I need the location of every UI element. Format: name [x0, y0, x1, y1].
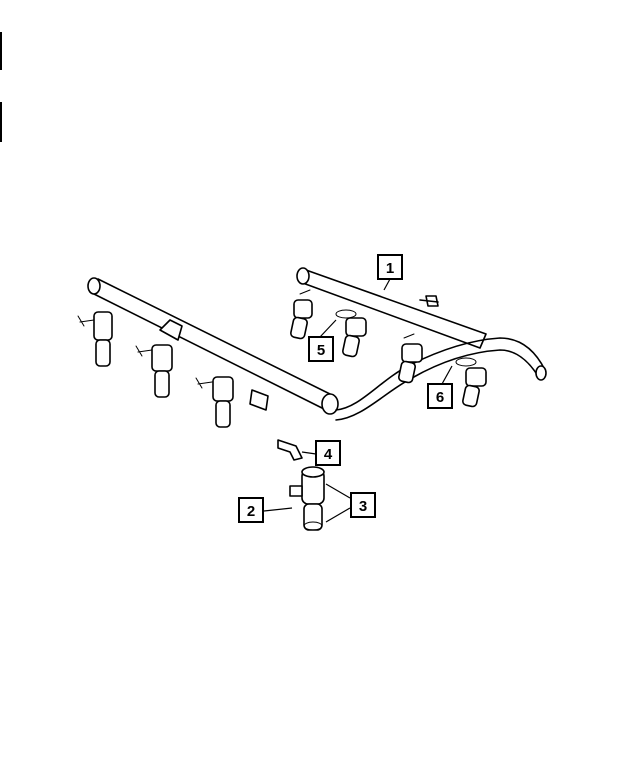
left-rail-bracket — [249, 389, 269, 411]
scan-edge-mark-top — [0, 32, 2, 70]
leader-1 — [383, 278, 391, 291]
right-fuel-rail — [296, 267, 487, 349]
callout-4: 4 — [315, 440, 341, 466]
leader-2 — [263, 507, 293, 512]
callout-5: 5 — [308, 336, 334, 362]
right-injector-4 — [455, 357, 487, 408]
callout-4-label: 4 — [324, 446, 333, 463]
right-injector-3 — [398, 333, 423, 384]
left-injector-3 — [195, 376, 234, 428]
callout-2-label: 2 — [247, 503, 255, 520]
injector-clip — [277, 439, 303, 461]
leader-5 — [319, 319, 337, 338]
right-injector-2 — [335, 309, 367, 358]
exploded-injector — [289, 466, 325, 531]
scan-edge-mark-bottom — [0, 102, 2, 142]
right-injector-1 — [290, 289, 313, 340]
callout-6-label: 6 — [436, 389, 444, 406]
crossover-tube — [335, 337, 547, 421]
callout-2: 2 — [238, 497, 264, 523]
leader-3a — [325, 483, 351, 499]
left-fuel-rail — [87, 277, 339, 415]
leader-3b — [325, 507, 351, 523]
callout-3: 3 — [350, 492, 376, 518]
callout-5-label: 5 — [317, 342, 325, 359]
callout-1: 1 — [377, 254, 403, 280]
leader-4 — [301, 451, 317, 455]
callout-1-label: 1 — [386, 260, 394, 277]
callout-3-label: 3 — [359, 498, 367, 515]
callout-6: 6 — [427, 383, 453, 409]
left-injector-1 — [77, 311, 113, 367]
left-injector-2 — [135, 344, 173, 398]
leader-6 — [441, 365, 453, 385]
